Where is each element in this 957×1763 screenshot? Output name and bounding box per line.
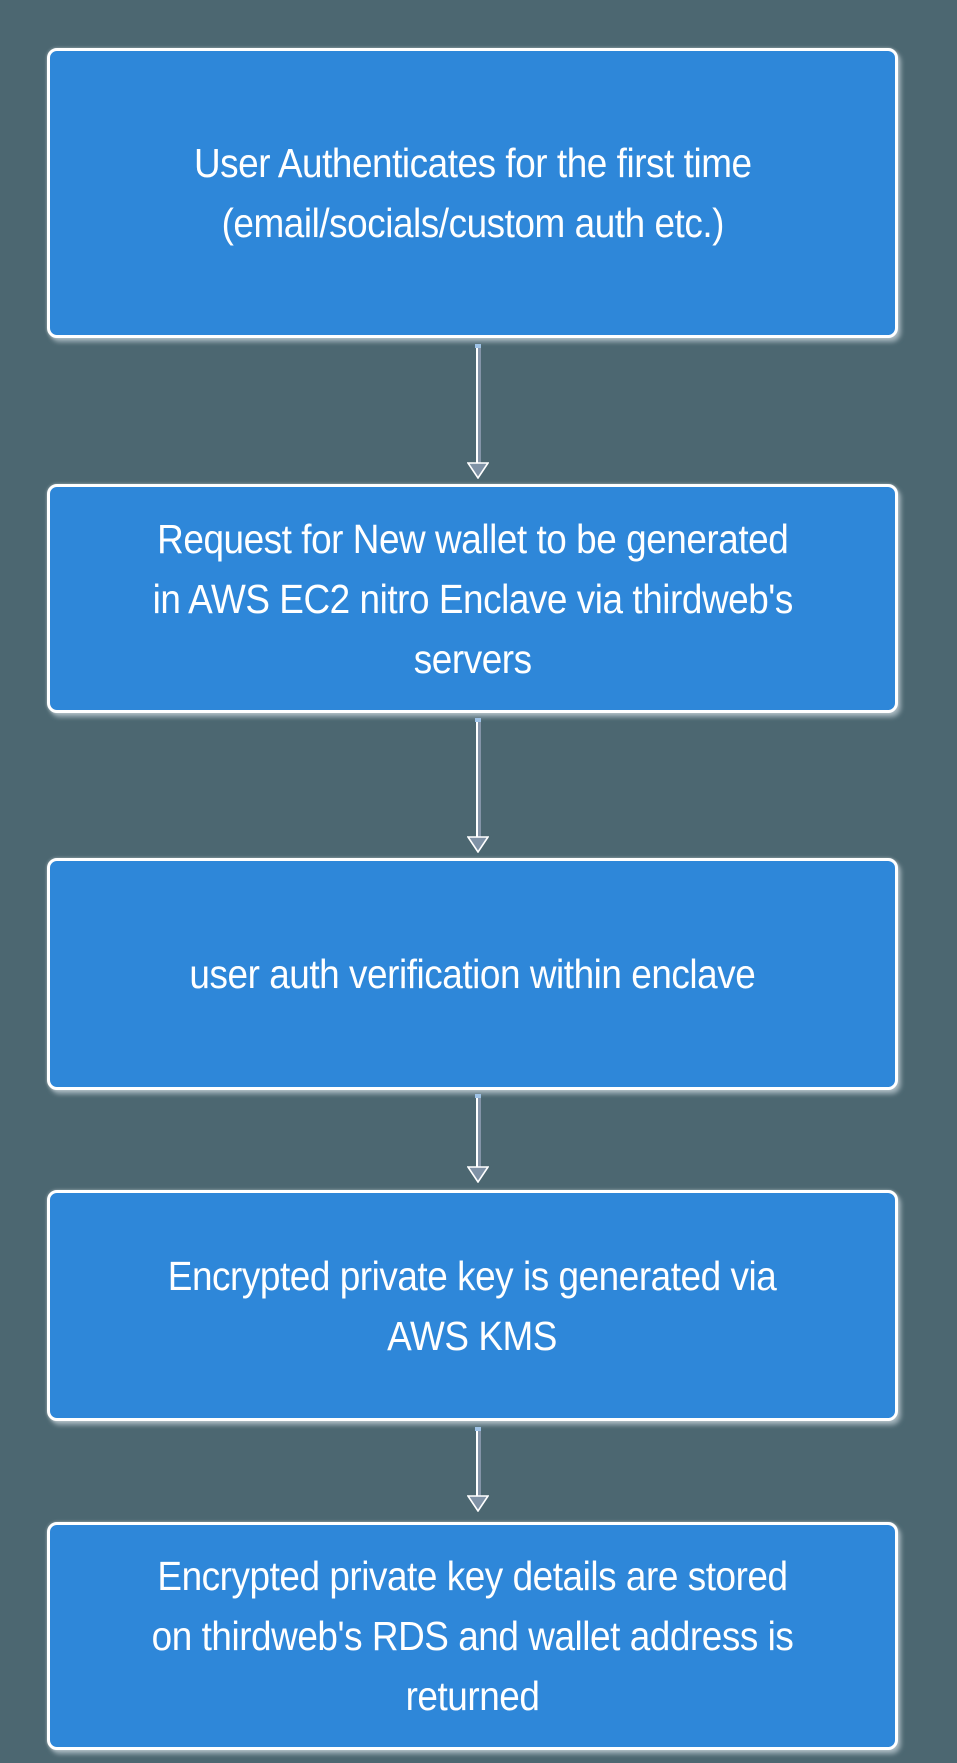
flow-step-5-label: Encrypted private key details are stored… xyxy=(151,1553,794,1719)
arrow-start-dot xyxy=(475,1427,481,1431)
arrow-start-dot xyxy=(475,718,481,722)
flow-step-3-box: user auth verification within enclave xyxy=(47,858,898,1090)
flow-step-1-box: User Authenticates for the first time (e… xyxy=(47,48,898,338)
flow-step-4-label: Encrypted private key is generated via A… xyxy=(168,1252,777,1359)
flow-step-2-box: Request for New wallet to be generated i… xyxy=(47,484,898,713)
flow-arrow-2 xyxy=(466,718,490,853)
flow-step-4-box: Encrypted private key is generated via A… xyxy=(47,1190,898,1421)
flow-arrow-3 xyxy=(466,1094,490,1183)
arrow-shaft xyxy=(475,722,481,837)
arrow-head-icon xyxy=(467,836,489,853)
arrow-head-icon xyxy=(467,1166,489,1183)
flow-arrow-4 xyxy=(466,1427,490,1512)
flow-step-5-box: Encrypted private key details are stored… xyxy=(47,1522,898,1750)
flow-step-1-label: User Authenticates for the first time (e… xyxy=(193,140,752,246)
arrow-shaft xyxy=(475,1431,481,1496)
arrow-start-dot xyxy=(475,1094,481,1098)
flow-arrow-1 xyxy=(466,344,490,479)
arrow-head-icon xyxy=(467,1495,489,1512)
arrow-start-dot xyxy=(475,344,481,348)
arrow-head-icon xyxy=(467,462,489,479)
flow-step-2-label: Request for New wallet to be generated i… xyxy=(152,515,793,682)
arrow-shaft xyxy=(475,348,481,463)
flow-step-3-label: user auth verification within enclave xyxy=(189,951,756,997)
arrow-shaft xyxy=(475,1098,481,1167)
